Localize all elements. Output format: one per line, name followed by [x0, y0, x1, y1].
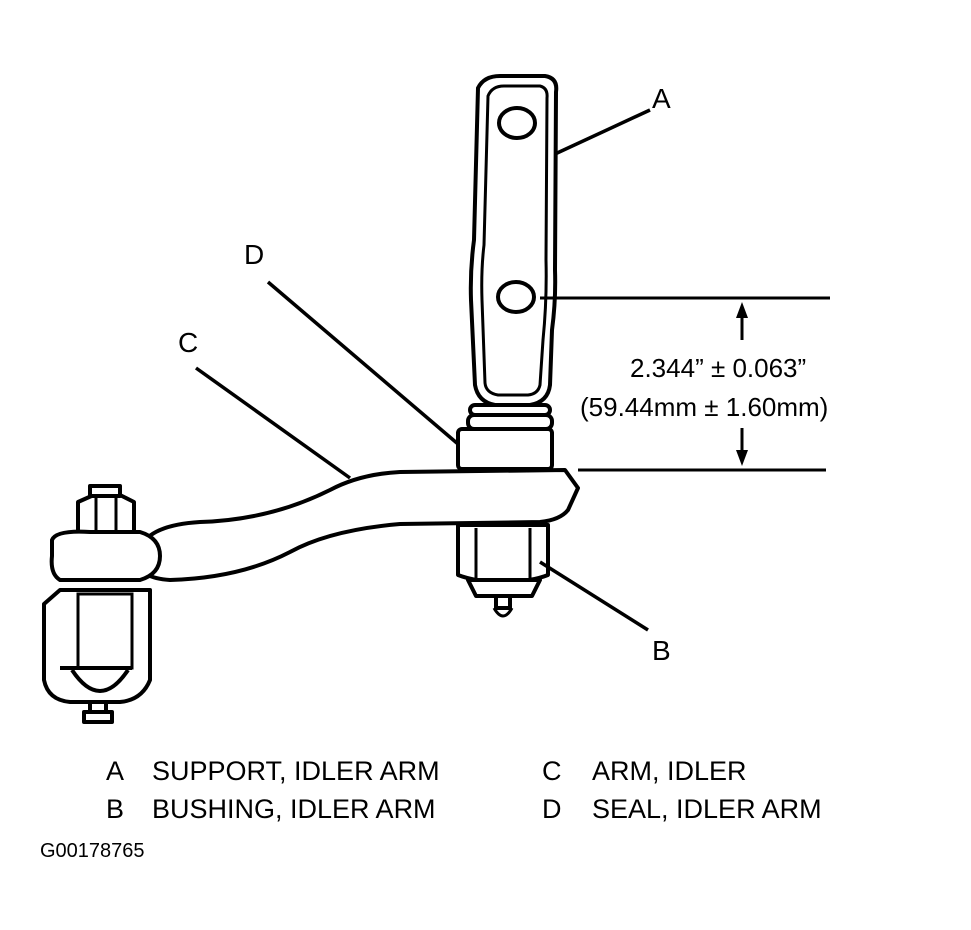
legend-text-a: SUPPORT, IDLER ARM: [152, 756, 440, 786]
legend-letter-d: D: [542, 794, 562, 824]
figure-id: G00178765: [40, 840, 145, 862]
idler-arm: [136, 468, 580, 582]
tie-rod-end: [42, 484, 162, 724]
legend-text-c: ARM, IDLER: [592, 756, 747, 786]
legend: A SUPPORT, IDLER ARM B BUSHING, IDLER AR…: [106, 756, 822, 824]
idler-arm-support: [468, 74, 559, 407]
leader-a: [554, 108, 651, 156]
leader-c: [194, 366, 352, 480]
legend-text-b: BUSHING, IDLER ARM: [152, 794, 436, 824]
dimension-metric: (59.44mm ± 1.60mm): [580, 392, 828, 422]
legend-letter-a: A: [106, 756, 124, 786]
callout-a: A: [652, 83, 671, 114]
callout-b: B: [652, 635, 671, 666]
idler-arm-bushing: [456, 523, 550, 618]
callout-c: C: [178, 327, 198, 358]
legend-letter-b: B: [106, 794, 124, 824]
dimension-marker: [540, 296, 830, 472]
leader-d: [266, 280, 460, 446]
legend-text-d: SEAL, IDLER ARM: [592, 794, 822, 824]
legend-letter-c: C: [542, 756, 562, 786]
dimension-imperial: 2.344” ± 0.063”: [630, 353, 806, 383]
support-hole-upper: [497, 106, 537, 140]
callout-d: D: [244, 239, 264, 270]
support-hole-lower: [496, 280, 536, 314]
idler-arm-seal: [456, 403, 554, 471]
leader-b: [539, 560, 649, 632]
